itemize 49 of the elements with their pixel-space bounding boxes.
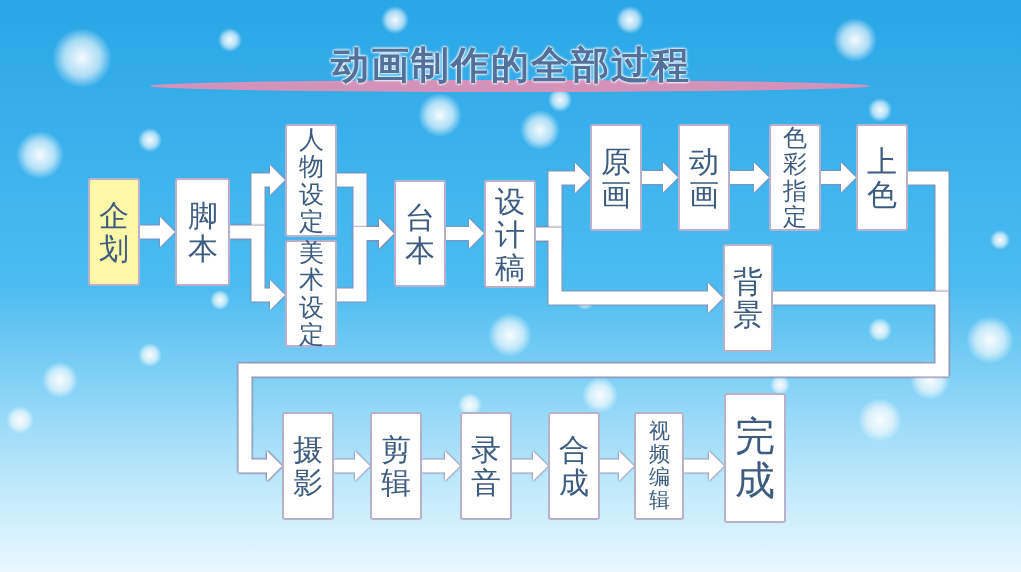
step-label: 合成	[559, 433, 589, 499]
step-label: 台本	[405, 200, 435, 267]
arrow	[422, 451, 460, 481]
arrow	[684, 451, 724, 481]
step-label: 企划	[99, 199, 129, 265]
step-box	[723, 244, 773, 352]
arrow	[642, 162, 678, 193]
step-box	[282, 412, 334, 520]
step-label: 摄影	[293, 433, 323, 499]
arrow	[334, 451, 370, 481]
title: 动画制作的全部过程	[330, 43, 691, 87]
step-box	[460, 412, 512, 520]
step-label: 色彩指定	[783, 124, 807, 231]
step-box	[856, 124, 908, 231]
arrow	[230, 225, 285, 310]
arrow	[512, 451, 548, 481]
step-box	[285, 124, 337, 237]
step-label: 上色	[867, 144, 897, 211]
arrow	[536, 227, 723, 313]
step-box	[769, 124, 821, 231]
step-box	[634, 412, 684, 520]
step-label: 动画	[689, 144, 719, 211]
step-box	[175, 178, 230, 286]
step-box	[285, 240, 337, 347]
step-label: 剪辑	[381, 433, 411, 499]
step-box	[88, 178, 140, 286]
arrow	[821, 162, 856, 193]
arrow	[446, 218, 484, 249]
step-label: 人物设定	[298, 125, 324, 236]
step-label: 背景	[733, 265, 763, 331]
arrow	[600, 451, 634, 481]
arrow	[140, 217, 175, 247]
step-box	[394, 180, 446, 287]
step-label: 脚本	[187, 199, 218, 265]
step-box	[724, 393, 786, 523]
step-label: 美术设定	[298, 238, 324, 349]
step-box	[590, 124, 642, 231]
step-box	[484, 180, 536, 288]
step-box	[678, 124, 730, 231]
step-box	[370, 412, 422, 520]
step-box	[548, 412, 600, 520]
arrow	[337, 218, 394, 302]
step-label: 视频编辑	[648, 419, 670, 513]
arrow	[730, 162, 769, 193]
arrow	[238, 291, 949, 481]
step-label: 设计稿	[495, 184, 525, 284]
step-label: 录音	[471, 433, 501, 499]
step-label: 原画	[601, 144, 631, 211]
step-label: 完成	[735, 414, 775, 502]
